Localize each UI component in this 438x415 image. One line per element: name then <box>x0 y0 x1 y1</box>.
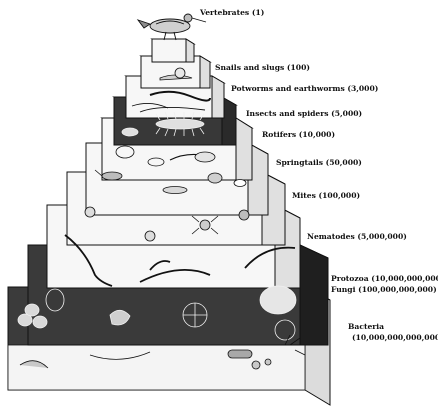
label-springtails: Springtails (50,000) <box>276 158 362 167</box>
label-bacteria: Bacteria <box>348 322 384 331</box>
label-potworms: Potworms and earthworms (3,000) <box>231 84 378 93</box>
label-snails: Snails and slugs (100) <box>215 63 310 72</box>
label-vertebrates: Vertebrates (1) <box>199 8 264 17</box>
label-insects: Insects and spiders (5,000) <box>246 109 362 118</box>
label-protozoa: Protozoa (10,000,000,000) <box>331 274 438 283</box>
tier-vertebrates <box>152 39 194 62</box>
label-nematodes: Nematodes (5,000,000) <box>307 232 407 241</box>
bird-icon <box>138 14 206 40</box>
label-bacteria-count: (10,000,000,000,000) <box>352 333 438 342</box>
label-fungi: Fungi (100,000,000,000) <box>331 285 437 294</box>
label-mites: Mites (100,000) <box>292 191 360 200</box>
label-rotifers: Rotifers (10,000) <box>262 130 335 139</box>
